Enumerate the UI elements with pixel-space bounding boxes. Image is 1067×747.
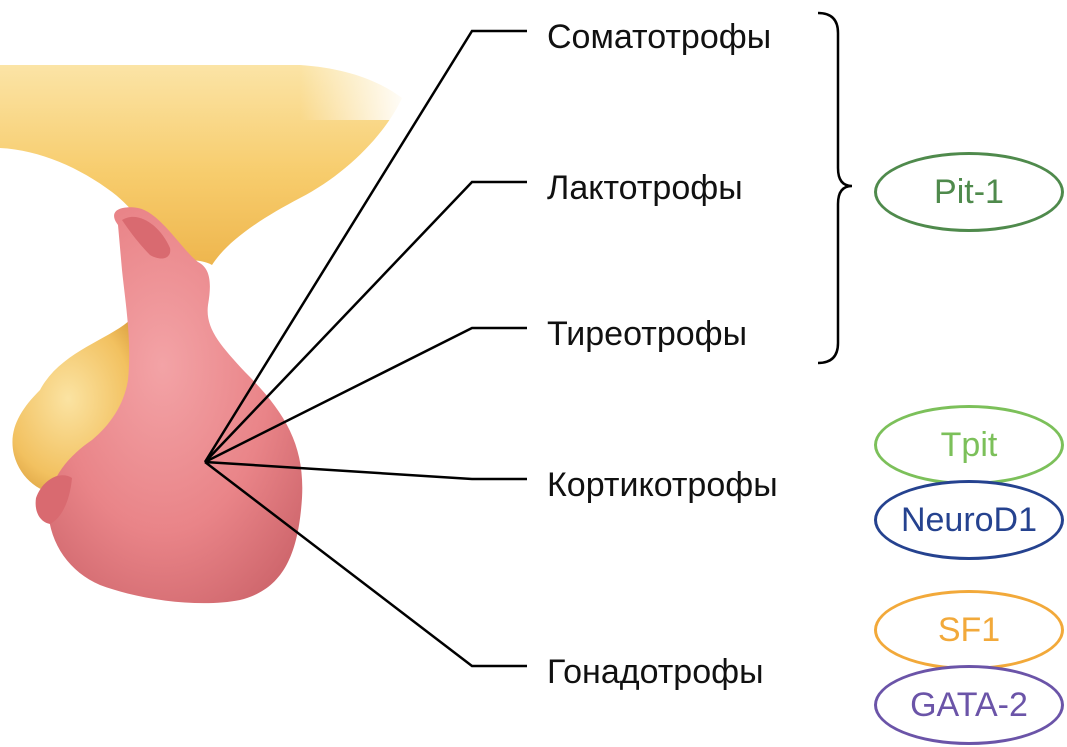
factor-sf1-label: SF1 bbox=[937, 611, 1001, 649]
factor-pit1-label: Pit-1 bbox=[934, 173, 1004, 211]
gland-fold-shape bbox=[122, 216, 171, 259]
cell-type-label-thyrotrophs: Тиреотрофы bbox=[547, 315, 748, 353]
factor-tpit: Tpit bbox=[874, 405, 1064, 485]
cell-type-label-lactotrophs: Лактотрофы bbox=[547, 169, 743, 207]
factor-gata2-label: GATA-2 bbox=[910, 686, 1028, 724]
hypothalamus-fade bbox=[300, 60, 410, 120]
factor-neurod1-label: NeuroD1 bbox=[900, 501, 1038, 539]
connector-lines bbox=[203, 29, 527, 668]
connector-line-1 bbox=[203, 29, 527, 463]
connector-line-5 bbox=[204, 461, 527, 668]
factor-neurod1: NeuroD1 bbox=[874, 480, 1064, 560]
gland-lower-fold-shape bbox=[35, 475, 72, 524]
connector-line-3 bbox=[204, 326, 527, 464]
factor-sf1: SF1 bbox=[874, 590, 1064, 670]
factor-tpit-label: Tpit bbox=[940, 426, 998, 464]
factor-pit1: Pit-1 bbox=[874, 152, 1064, 232]
cell-type-label-somatotrophs: Соматотрофы bbox=[547, 18, 772, 56]
anterior-lobe-shape bbox=[48, 207, 303, 604]
cell-type-label-gonadotrophs: Гонадотрофы bbox=[547, 653, 764, 691]
factor-gata2: GATA-2 bbox=[874, 665, 1064, 745]
connector-line-2 bbox=[204, 180, 527, 463]
connector-line-4 bbox=[204, 460, 527, 481]
group-brace bbox=[817, 11, 853, 365]
cell-type-label-corticotrophs: Кортикотрофы bbox=[547, 466, 778, 504]
